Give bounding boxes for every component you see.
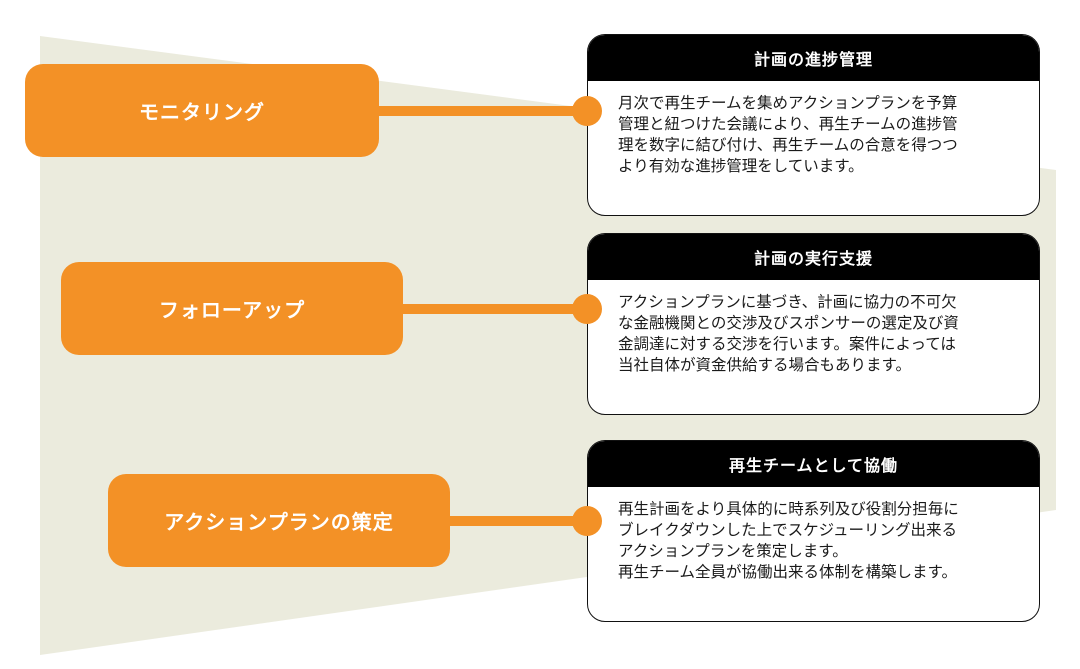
- card-line: アクションプランに基づき、計画に協力の不可欠: [618, 293, 957, 311]
- step-label: フォローアップ: [158, 298, 306, 322]
- card-line: 再生チーム全員が協働出来る体制を構築します。: [618, 563, 957, 581]
- card-line: アクションプランを策定します。: [618, 542, 848, 560]
- connector-line-1: [379, 106, 589, 116]
- step-label: モニタリング: [139, 100, 265, 124]
- card-line: な金融機関との交渉及びスポンサーの選定及び資: [618, 314, 959, 332]
- card-line: 管理と紐つけた会議により、再生チームの進捗管: [618, 115, 958, 133]
- connector-line-2: [403, 304, 589, 314]
- connector-dot-3: [572, 506, 602, 536]
- card-line: より有効な進捗管理をしています。: [618, 157, 864, 175]
- card-line: ブレイクダウンした上でスケジューリング出来る: [618, 521, 957, 539]
- card-line: 理を数字に結び付け、再生チームの合意を得つつ: [618, 136, 958, 154]
- card-execution-support: 計画の実行支援 アクションプランに基づき、計画に協力の不可欠 な金融機関との交渉…: [587, 233, 1040, 415]
- card-title: 計画の実行支援: [753, 249, 873, 268]
- card-body: 月次で再生チームを集めアクションプランを予算 管理と紐つけた会議により、再生チー…: [588, 81, 1039, 177]
- card-line: 月次で再生チームを集めアクションプランを予算: [618, 94, 958, 112]
- connector-dot-1: [572, 96, 602, 126]
- card-title: 再生チームとして協働: [728, 456, 899, 475]
- connector-line-3: [450, 516, 589, 526]
- card-header: 再生チームとして協働: [588, 441, 1039, 487]
- card-progress-management: 計画の進捗管理 月次で再生チームを集めアクションプランを予算 管理と紐つけた会議…: [587, 34, 1040, 216]
- card-title: 計画の進捗管理: [753, 50, 873, 69]
- card-body: 再生計画をより具体的に時系列及び役割分担毎に ブレイクダウンした上でスケジューリ…: [588, 487, 1039, 583]
- connector-dot-2: [572, 294, 602, 324]
- card-line: 再生計画をより具体的に時系列及び役割分担毎に: [618, 500, 959, 518]
- card-line: 当社自体が資金供給する場合もあります。: [618, 356, 911, 374]
- step-monitoring: モニタリング: [25, 64, 379, 157]
- step-follow-up: フォローアップ: [61, 262, 403, 355]
- card-body: アクションプランに基づき、計画に協力の不可欠 な金融機関との交渉及びスポンサーの…: [588, 280, 1039, 376]
- step-action-plan: アクションプランの策定: [108, 474, 450, 567]
- card-team-collaboration: 再生チームとして協働 再生計画をより具体的に時系列及び役割分担毎に ブレイクダウ…: [587, 440, 1040, 622]
- card-header: 計画の進捗管理: [588, 35, 1039, 81]
- step-label: アクションプランの策定: [164, 510, 394, 534]
- card-header: 計画の実行支援: [588, 234, 1039, 280]
- card-line: 金調達に対する交渉を行います。案件によっては: [618, 335, 956, 353]
